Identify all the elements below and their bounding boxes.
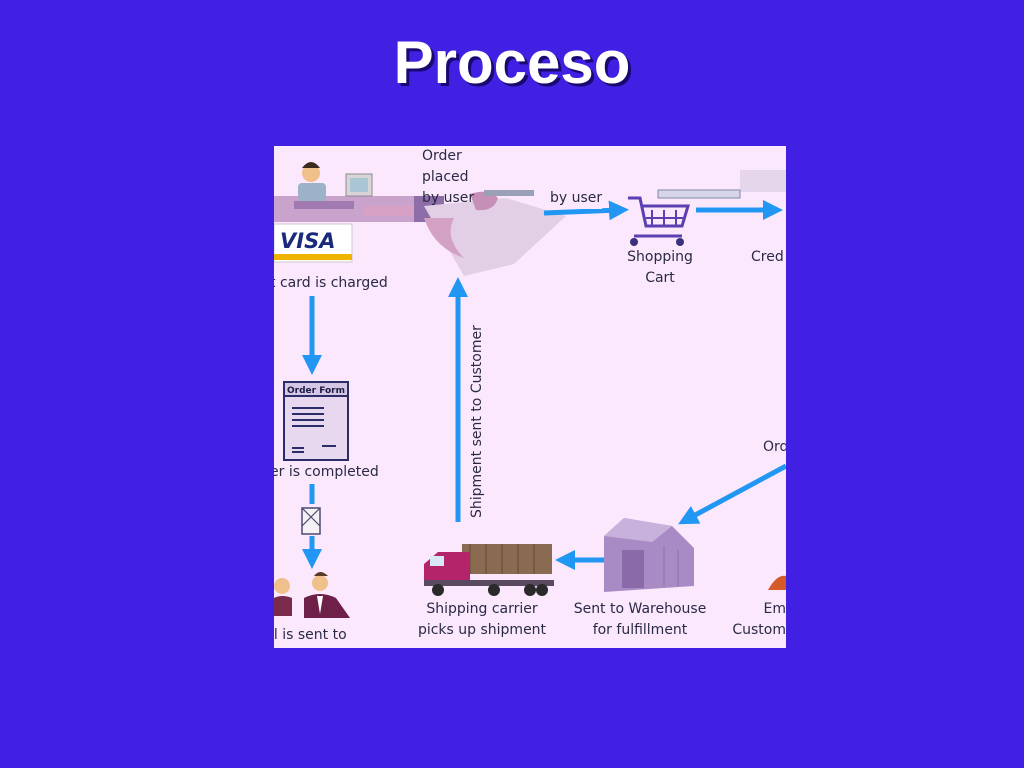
- warehouse-icon: [604, 518, 694, 592]
- order-completed-label: er is completed: [274, 464, 379, 480]
- shipment-sent-label: Shipment sent to Customer: [469, 325, 485, 518]
- shipping-truck-icon: [424, 544, 554, 596]
- card-charged-label: t card is charged: [274, 275, 388, 291]
- shopping-cart-label: Shopping Cart: [627, 249, 693, 286]
- flow-arrows: [302, 200, 786, 570]
- arrow-to-cart: [543, 200, 629, 221]
- diagram-artwork: VISA Order Form: [274, 162, 786, 618]
- order-process-diagram: VISA Order Form: [274, 146, 786, 648]
- order-placed-hands-icon: [424, 190, 566, 276]
- shipping-carrier-label: Shipping carrier picks up shipment: [417, 601, 547, 638]
- visa-card-icon: VISA: [274, 223, 353, 263]
- visa-logo-text: VISA: [280, 229, 335, 253]
- envelope-icon: [301, 507, 321, 535]
- arrow-to-warehouse: [678, 463, 786, 525]
- customer-person-icon: [768, 575, 786, 590]
- user-at-computer-icon: [298, 162, 373, 201]
- email-customer-label: Em Custom: [732, 601, 786, 638]
- order-form-heading: Order Form: [287, 386, 345, 396]
- order-form-icon: Order Form: [283, 381, 349, 461]
- warehouse-label: Sent to Warehouse for fulfillment: [573, 601, 707, 638]
- by-user-label: by user: [550, 188, 603, 209]
- slide-title: Proceso: [393, 29, 631, 96]
- credit-label: Cred: [751, 249, 784, 265]
- order-placed-label: Order placed by user: [422, 148, 475, 206]
- people-icon: [274, 572, 350, 618]
- order-right-label: Ord: [763, 439, 786, 455]
- email-sent-label: il is sent to: [274, 627, 347, 643]
- shopping-cart-icon: [628, 189, 741, 246]
